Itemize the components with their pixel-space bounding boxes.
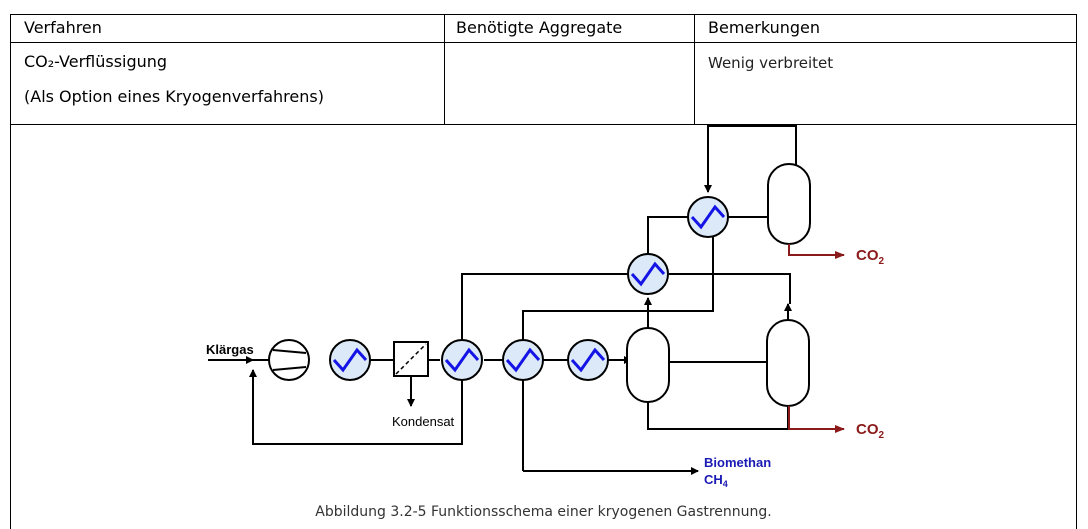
process-table: Verfahren Benötigte Aggregate Bemerkunge… <box>10 14 1077 529</box>
co2-top-label: CO2 <box>856 247 885 267</box>
row-bottom-border <box>10 124 1077 125</box>
heat-exchanger-6 <box>687 196 729 238</box>
table-right-border <box>1076 14 1077 529</box>
co2-top-arrow <box>788 244 845 259</box>
verfahren-note: (Als Option eines Kryogenverfahrens) <box>24 87 324 106</box>
heat-exchanger-3 <box>502 339 544 381</box>
verfahren-name: CO₂-Verflüssigung <box>24 52 168 71</box>
separator-2 <box>766 319 810 407</box>
bemerkungen-value: Wenig verbreitet <box>708 54 834 72</box>
header-verfahren: Verfahren <box>24 18 102 37</box>
header-bemerkungen: Bemerkungen <box>708 18 821 37</box>
ch4-label: CH4 <box>704 472 728 489</box>
gas-line <box>522 232 714 340</box>
filter <box>393 341 429 377</box>
separator-3 <box>767 163 811 245</box>
cryogenic-process-diagram: Klärgas Kondensat CO2 CO2 Biomethan CH4 <box>206 125 885 489</box>
header-aggregate: Benötigte Aggregate <box>456 18 623 37</box>
col-divider-2 <box>694 14 695 124</box>
header-bottom-border <box>10 42 1077 43</box>
biomethan-label: Biomethan <box>704 455 771 470</box>
separator-1 <box>626 327 670 403</box>
separator-1-liquid <box>647 402 788 430</box>
input-label: Klärgas <box>206 342 254 357</box>
gas-line <box>669 273 791 304</box>
co2-bottom-label: CO2 <box>856 421 885 441</box>
table-top-border <box>10 14 1077 15</box>
heat-exchanger-1 <box>329 339 371 381</box>
recycle-line <box>249 369 463 445</box>
heat-exchanger-2 <box>441 339 483 381</box>
heat-exchanger-5 <box>627 253 669 295</box>
gas-line <box>461 273 643 340</box>
co2-bottom-arrow <box>788 406 845 433</box>
top-loop <box>704 125 797 193</box>
table-left-border <box>10 14 11 529</box>
compressor <box>268 339 310 381</box>
figure-caption: Abbildung 3.2-5 Funktionsschema einer kr… <box>315 504 772 520</box>
condensate-label: Kondensat <box>392 414 455 429</box>
heat-exchanger-4 <box>567 339 609 381</box>
gas-line <box>647 216 688 254</box>
col-divider-1 <box>444 14 445 124</box>
